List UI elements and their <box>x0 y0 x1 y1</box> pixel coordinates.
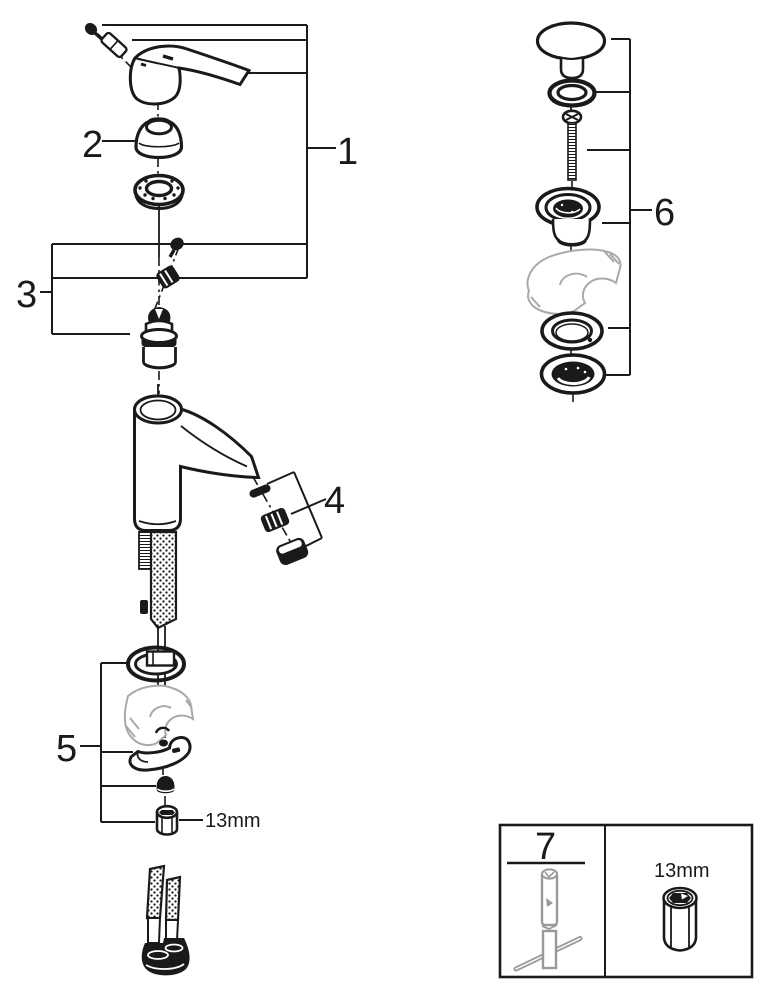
sink-phantom-right <box>526 248 622 315</box>
wrench-size-label: 13mm <box>205 810 261 832</box>
part-label-2: 2 <box>82 124 104 166</box>
drain-cap-washer <box>547 78 597 108</box>
callout-bracket-6 <box>587 38 652 376</box>
dome-nut <box>156 776 175 794</box>
box-wrench-size-label: 13mm <box>654 860 710 882</box>
callout-bracket-5 <box>80 662 156 823</box>
aerator-parts <box>249 484 309 566</box>
escutcheon-ring <box>133 173 185 211</box>
part-label-4: 4 <box>324 480 346 522</box>
temperature-stop <box>156 265 180 289</box>
drain-cap <box>535 21 607 80</box>
cartridge-screw <box>168 237 184 258</box>
handle-screw <box>84 23 106 43</box>
mounting-bracket-horseshoe <box>128 726 192 772</box>
service-tool <box>513 868 583 972</box>
faucet-lever-handle <box>128 44 252 106</box>
faucet-body <box>133 394 261 532</box>
drain-flange <box>535 186 601 247</box>
solid-centerlines <box>157 105 572 396</box>
handle-dome-ring <box>134 117 184 160</box>
cartridge <box>140 307 178 370</box>
part-label-7: 7 <box>535 826 557 868</box>
drain-gasket-ring <box>540 311 604 351</box>
oring-retainer <box>126 645 186 683</box>
handle-screw-sleeve <box>100 31 128 59</box>
part-label-1: 1 <box>337 131 359 173</box>
part-label-5: 5 <box>56 728 78 770</box>
drain-locknut-flange <box>539 353 607 395</box>
drain-screw <box>561 109 583 181</box>
hex-mounting-nut <box>155 804 179 836</box>
box-socket-nut <box>662 886 698 952</box>
part-label-3: 3 <box>16 274 38 316</box>
part-label-6: 6 <box>654 192 676 234</box>
sink-phantom-left <box>123 684 195 747</box>
callout-bracket-3 <box>40 244 130 335</box>
connection-hoses <box>141 864 190 976</box>
faucet-shank <box>138 530 178 738</box>
